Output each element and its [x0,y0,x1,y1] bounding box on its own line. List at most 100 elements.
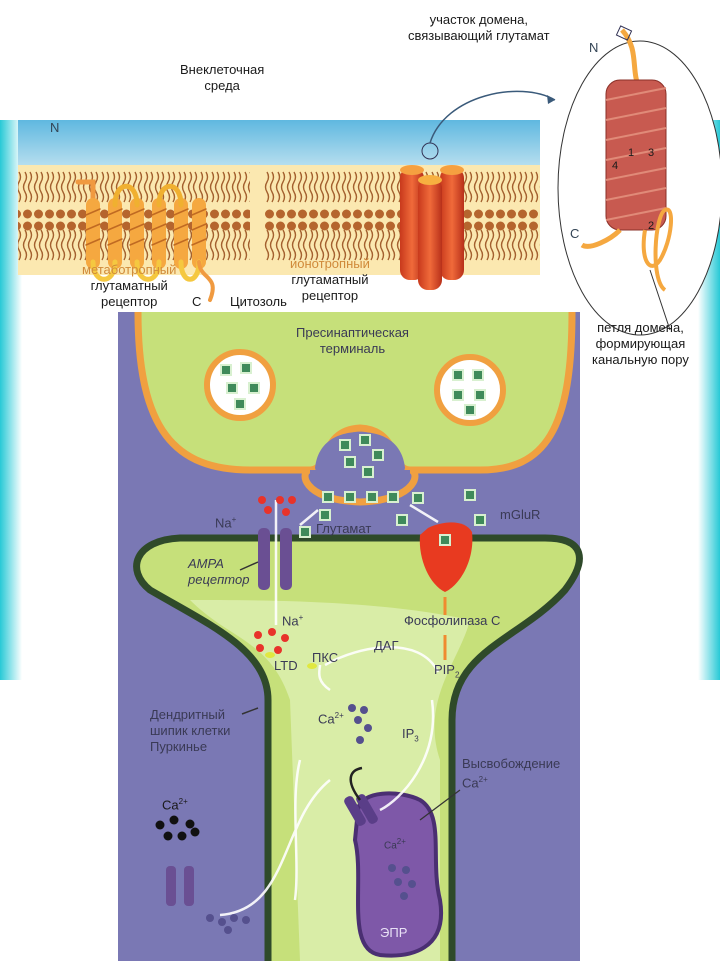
zoom-arrow [429,90,556,144]
na-ion [281,634,289,642]
inset-subunit [557,25,720,336]
ca-cytosol-label: Ca2+ [318,711,344,727]
glutamate-molecule [372,449,384,461]
ionotropic-receptor [400,90,556,290]
ca-ion [218,918,226,926]
ltd-label: LTD [274,658,298,673]
na-ion [288,496,296,504]
glutamate-label: Глутамат [316,521,372,536]
glutamate-molecule [234,398,246,410]
pip2-label: PIP2 [434,662,460,680]
na-ion [256,644,264,652]
glutamate-molecule [452,369,464,381]
cytosol-label: Цитозоль [230,294,287,309]
glutamate-molecule [439,534,451,546]
membrane-ca-channel [166,866,194,906]
ca-ion-extracellular [190,827,200,837]
glutamate-molecule [226,382,238,394]
helix-1-label: 1 [628,147,635,159]
mglur-receptor [419,522,473,592]
ca-ion [356,736,364,744]
ampa-receptor [258,528,292,590]
ca-ion [388,864,396,872]
inset-n-label: N [589,40,599,55]
glutamate-molecule [387,491,399,503]
ca-ion-extracellular [177,831,187,841]
glutamate-molecule [299,526,311,538]
na-ion [258,496,266,504]
ca-ion-extracellular [185,819,195,829]
na-ion [282,508,290,516]
ca-ion [394,878,402,886]
pkc-label: ПКС [312,650,339,665]
na-ion [268,628,276,636]
ca-ion [408,880,416,888]
phospholipase-label: Фосфолипаза С [404,613,501,628]
ca-ion [348,704,356,712]
na-ion [254,631,262,639]
glutamate-molecule [344,456,356,468]
c-terminus-label: C [192,294,202,309]
glutamate-molecule [464,404,476,416]
ca-extracellular-label: Ca2+ [162,797,188,813]
ca-ion [402,866,410,874]
ca-ion-extracellular [163,831,173,841]
ca-ion [224,926,232,934]
ca-ion [230,914,238,922]
ca-ion [400,892,408,900]
ca-er-label: Ca2+ [384,837,406,852]
glutamate-molecule [220,364,232,376]
ca-ion-extracellular [169,815,179,825]
ca-ion [242,916,250,924]
glutamate-molecule [412,492,424,504]
na-mid-label: Na+ [282,613,304,629]
ca-ion-extracellular [155,820,165,830]
glutamate-molecule [344,491,356,503]
helix-2-label: 2 [648,220,655,232]
glutamate-molecule [366,491,378,503]
glutamate-molecule [464,489,476,501]
na-ion [274,646,282,654]
helix-3-label: 3 [648,147,655,159]
glutamate-molecule [240,362,252,374]
na-ion [276,496,284,504]
n-terminus-label: N [50,120,60,135]
glutamate-molecule [452,389,464,401]
dag-label: ДАГ [374,638,399,653]
glutamate-molecule [319,509,331,521]
glutamate-molecule [248,382,260,394]
ca-ion [354,716,362,724]
ca-release-arrow [349,766,363,801]
ip3-label: IP3 [402,726,419,744]
helix-4-label: 4 [612,160,619,172]
er-ca-channel [344,794,378,826]
ca-ion [206,914,214,922]
er-label: ЭПР [380,925,408,940]
na-ion [264,506,272,514]
endoplasmic-reticulum [352,791,444,958]
glutamate-molecule [322,491,334,503]
ca-ion [364,724,372,732]
na-top-label: Na+ [215,515,237,531]
glutamate-molecule [474,514,486,526]
glutamate-molecule [396,514,408,526]
signaling-arrows [219,500,440,917]
mglur-label: mGluR [500,507,541,522]
glutamate-molecule [474,389,486,401]
glutamate-molecule [472,369,484,381]
glutamate-molecule [359,434,371,446]
glutamate-molecule [362,466,374,478]
left-edge-glow [0,120,22,680]
inset-c-label: C [570,226,580,241]
metabotropic-receptor [75,179,215,302]
binding-site-label: участок домена,связывающий глутамат [408,12,550,43]
